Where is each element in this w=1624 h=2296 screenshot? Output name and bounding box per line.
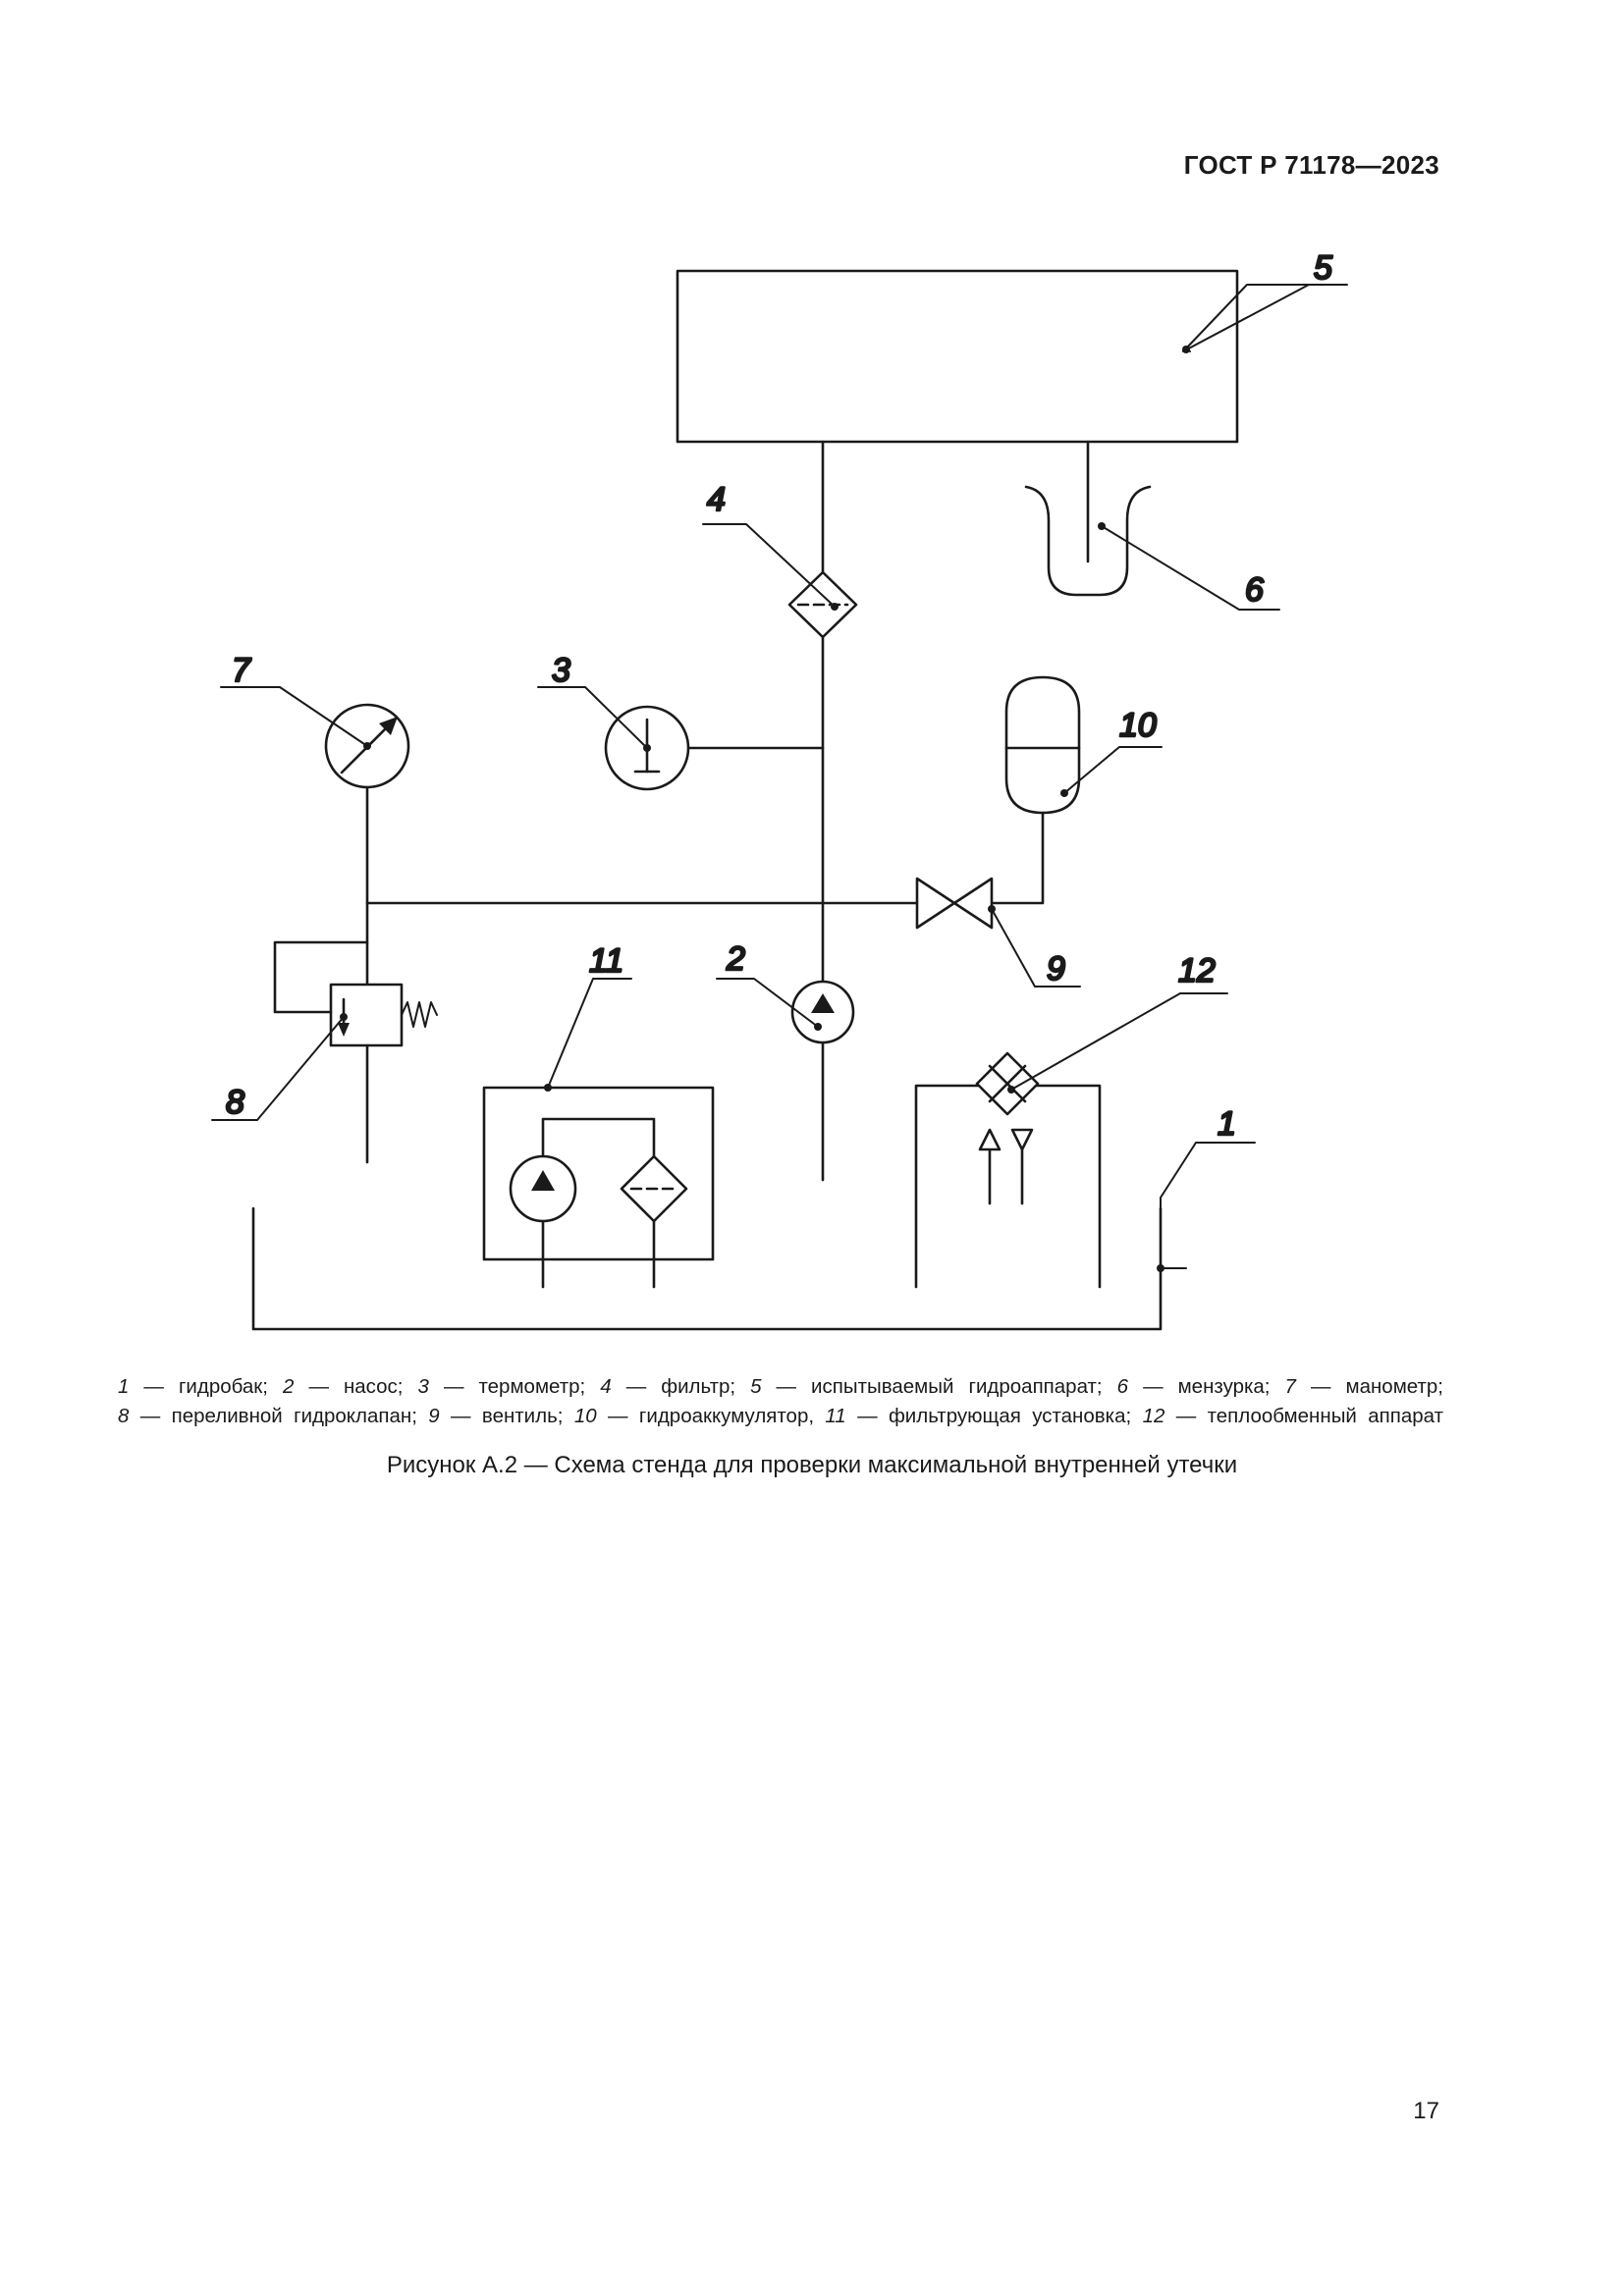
legend-row-1: 1 — гидробак; 2 — насос; 3 — термометр; … [118,1372,1443,1402]
leader-lines [211,284,1348,1273]
legend-number: 1 [118,1375,130,1398]
relief-valve [273,940,438,1164]
legend-text: — переливной гидроклапан; [129,1405,417,1427]
heat-exchanger [914,1051,1102,1289]
legend-row-2: 8 — переливной гидроклапан; 9 — вентиль;… [118,1402,1443,1431]
figure-caption: Рисунок А.2 — Схема стенда для проверки … [386,1452,1238,1478]
label-1: 1 [1218,1105,1236,1143]
document-id: ГОСТ Р 71178—2023 [1183,150,1439,180]
leader-dots [340,346,1190,1272]
legend-item: 5 — испытываемый гидроаппарат; [750,1375,1103,1398]
label-3: 3 [552,652,570,689]
accumulator [990,675,1081,905]
legend-item: 10 — гидроаккумулятор, [574,1405,814,1427]
label-11: 11 [589,942,623,980]
measuring-cup [1024,440,1152,597]
legend-number: 12 [1142,1405,1165,1427]
label-10: 10 [1119,707,1157,744]
filtering-unit [482,1086,715,1289]
legend-item: 8 — переливной гидроклапан; [118,1405,417,1427]
legend-text: — гидробак; [129,1375,268,1398]
label-8: 8 [226,1084,244,1121]
legend-number: 8 [118,1405,130,1427]
tested-apparatus [676,269,1239,444]
legend-number: 3 [417,1375,429,1398]
label-12: 12 [1178,952,1216,989]
legend-text: — мензурка; [1128,1375,1271,1398]
legend-text: — гидроаккумулятор, [596,1405,815,1427]
label-4: 4 [707,481,726,518]
pump [790,980,855,1044]
legend-item: 4 — фильтр; [600,1375,735,1398]
legend-text: — теплообменный аппарат [1164,1405,1443,1427]
legend-text: — вентиль; [439,1405,564,1427]
legend-item: 9 — вентиль; [428,1405,563,1427]
label-9: 9 [1047,950,1065,988]
legend-number: 4 [600,1375,612,1398]
label-7: 7 [232,652,251,689]
hydraulic-tank [251,1206,1163,1331]
page-number: 17 [1413,2098,1439,2124]
legend-item: 6 — мензурка; [1117,1375,1271,1398]
legend-text: — фильтр; [611,1375,736,1398]
legend-text: — насос; [294,1375,404,1398]
legend-number: 7 [1284,1375,1296,1398]
legend-text: — фильтрующая установка; [845,1405,1132,1427]
label-2: 2 [726,940,745,978]
legend-text: — термометр; [428,1375,586,1398]
legend-number: 10 [573,1405,597,1427]
label-5: 5 [1314,249,1332,287]
legend-number: 9 [428,1405,440,1427]
legend-number: 11 [825,1405,846,1427]
shutoff-valve [915,877,994,930]
legend-item: 11 — фильтрующая установка; [825,1405,1131,1427]
legend-item: 3 — термометр; [418,1375,586,1398]
legend: 1 — гидробак; 2 — насос; 3 — термометр; … [118,1372,1443,1431]
position-labels: 5 4 6 7 3 10 9 11 2 12 8 1 [225,248,1334,1145]
legend-item: 2 — насос; [283,1375,404,1398]
legend-item: 1 — гидробак; [118,1375,268,1398]
label-6: 6 [1245,571,1264,609]
legend-number: 2 [283,1375,295,1398]
legend-text: — манометр; [1295,1375,1444,1398]
legend-item: 12 — теплообменный аппарат [1143,1405,1443,1427]
legend-text: — испытываемый гидроаппарат; [761,1375,1103,1398]
legend-number: 5 [750,1375,762,1398]
legend-number: 6 [1116,1375,1129,1398]
test-bench-schematic: 5 4 6 7 3 10 9 11 2 12 8 1 [211,248,1348,1331]
legend-item: 7 — манометр; [1285,1375,1443,1398]
filter-4 [787,570,858,639]
